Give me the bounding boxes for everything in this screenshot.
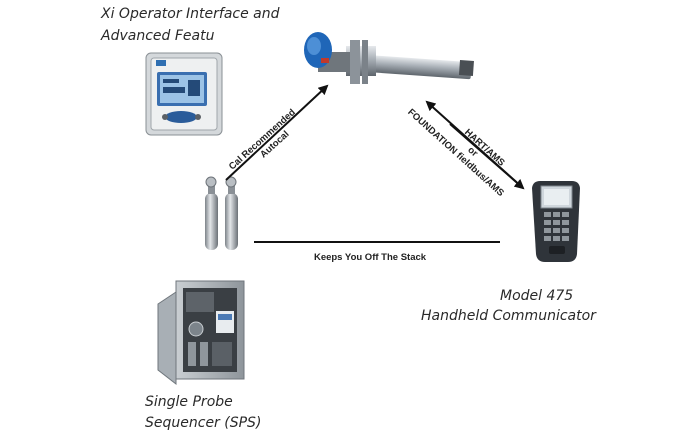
calibration-gas-cylinders (205, 176, 238, 250)
model-label-line1: Model 475 (500, 288, 574, 304)
sps-label-line2: Sequencer (SPS) (145, 415, 262, 431)
handheld-communicator (532, 181, 580, 262)
cal-arrow (225, 84, 329, 181)
single-probe-sequencer (157, 280, 245, 386)
xi-label-line1: Xi Operator Interface and (101, 6, 280, 22)
stack-label: Keeps You Off The Stack (314, 252, 427, 263)
oxygen-probe (304, 32, 474, 84)
hart-arrow-reverse (425, 100, 524, 189)
xi-operator-interface (145, 52, 223, 136)
xi-label-line2: Advanced Featu (101, 28, 215, 44)
model-label-line2: Handheld Communicator (421, 308, 596, 324)
sps-label-line1: Single Probe (145, 394, 233, 410)
